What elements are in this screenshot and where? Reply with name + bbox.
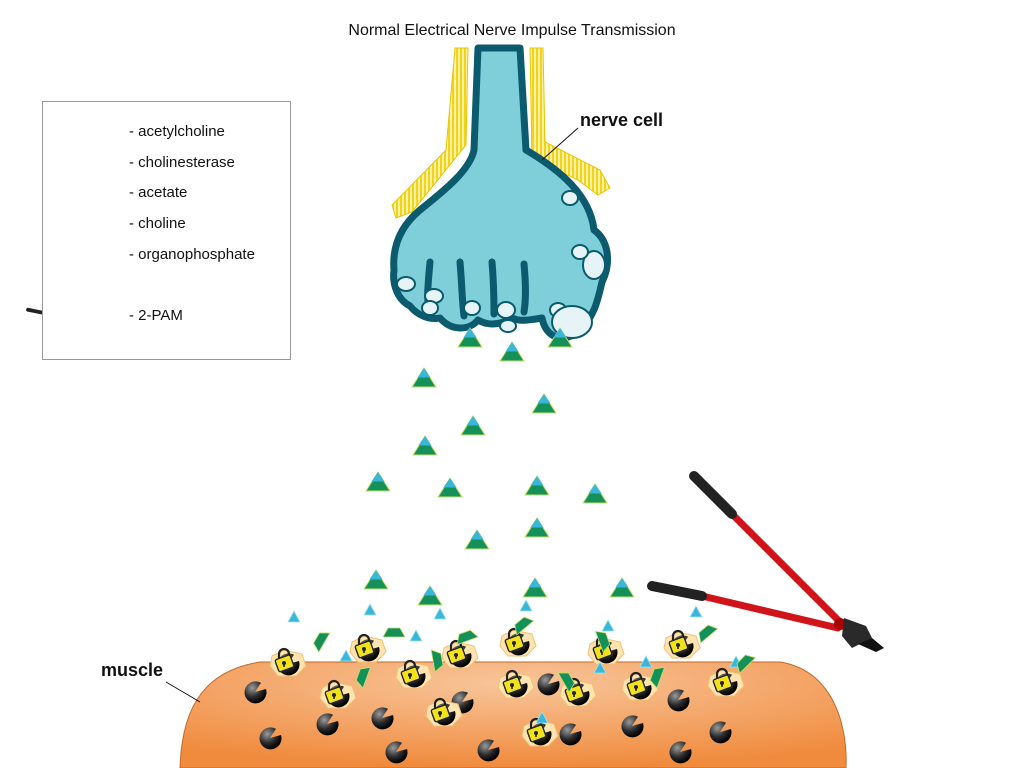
diagram-title: Normal Electrical Nerve Impulse Transmis… — [348, 22, 676, 39]
legend-label: - 2-PAM — [129, 307, 183, 324]
legend-item-cholinesterase: - cholinesterase — [43, 149, 292, 177]
legend-item-choline: - choline — [43, 210, 292, 238]
myelin-sheath-left — [391, 47, 469, 219]
legend-item-2-pam: - 2-PAM — [43, 302, 292, 330]
nerve-cell-label: nerve cell — [580, 110, 664, 130]
legend-label: - acetylcholine — [129, 123, 225, 140]
legend-label: - acetate — [129, 184, 188, 201]
nerve-terminal — [390, 44, 612, 342]
legend-label: - organophosphate — [129, 246, 255, 263]
legend-label: - cholinesterase — [129, 154, 235, 171]
nerve-cell — [390, 44, 612, 342]
bolt-cutter-icon — [652, 476, 884, 652]
legend: - acetylcholine - cholinesterase - aceta… — [42, 101, 291, 360]
legend-item-acetate: - acetate — [43, 179, 292, 207]
muscle-label: muscle — [101, 660, 164, 680]
legend-item-acetylcholine: - acetylcholine — [43, 118, 292, 146]
acetylcholine-cloud — [363, 327, 635, 606]
legend-label: - choline — [129, 215, 186, 232]
legend-item-organophosphate: - organophosphate — [43, 241, 292, 269]
